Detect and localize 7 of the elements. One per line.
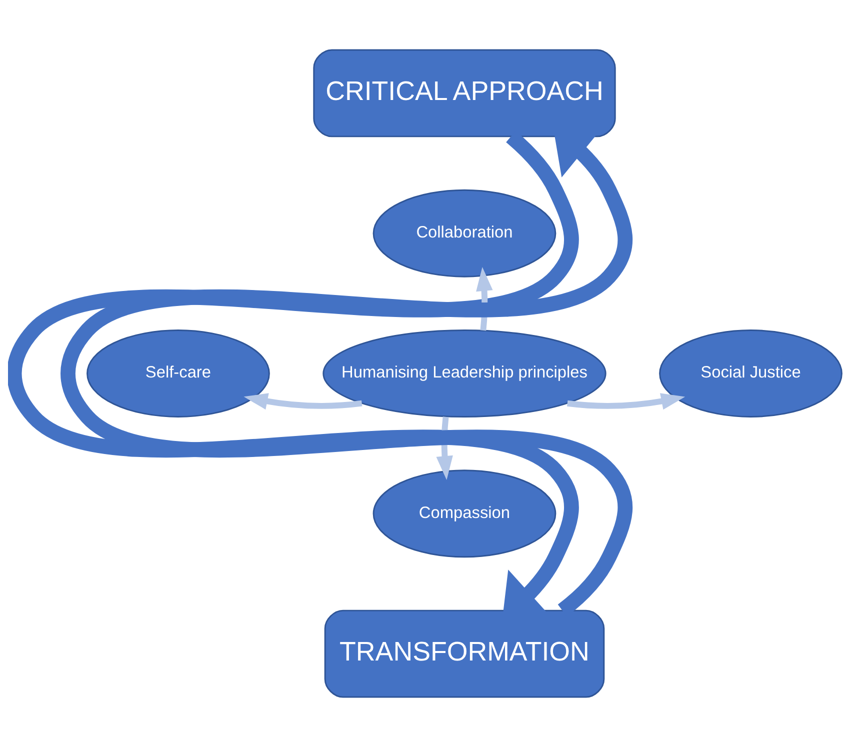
node-box: TRANSFORMATION [324,610,605,698]
node-box: CRITICAL APPROACH [313,49,616,138]
node-ellipse: Compassion [372,470,556,558]
arrow [567,393,686,410]
arrow [244,393,362,410]
node-ellipse: Humanising Leadership principles [322,330,606,418]
node-ellipse: Collaboration [372,189,556,278]
